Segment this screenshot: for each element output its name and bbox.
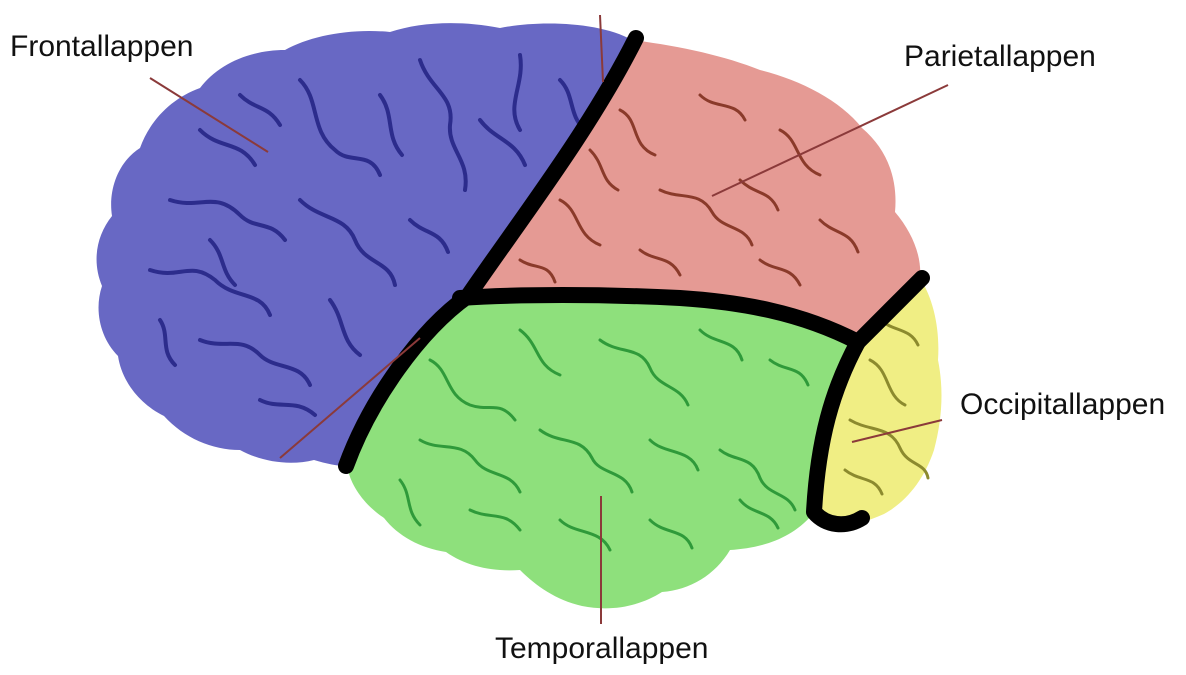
parietal-lobe-label: Parietallappen: [904, 42, 1096, 72]
temporal-lobe-label: Temporallappen: [495, 634, 708, 664]
frontal-lobe-label: Frontallappen: [10, 32, 193, 62]
occipital-lobe-label: Occipitallappen: [960, 390, 1165, 420]
